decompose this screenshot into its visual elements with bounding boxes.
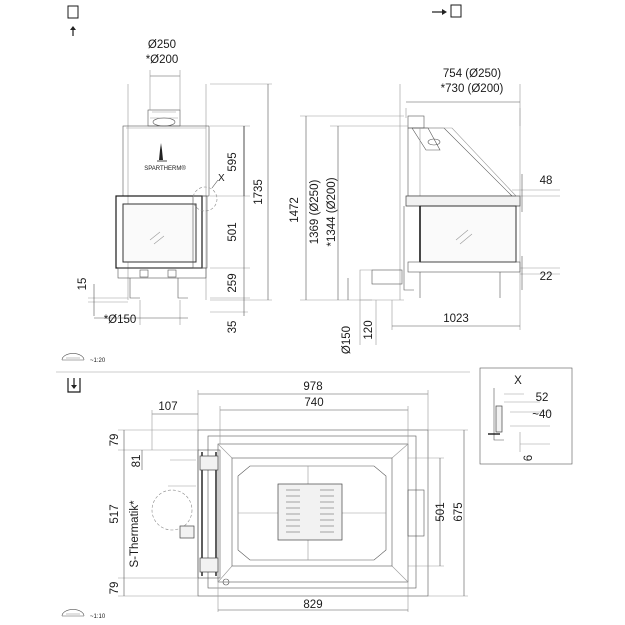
detail-marker: X — [514, 375, 522, 387]
side-view-icon — [432, 4, 462, 18]
front-h-total: 1735 — [253, 179, 265, 205]
side-w-top-200: *730 (Ø200) — [441, 83, 504, 95]
detail-52: 52 — [536, 392, 549, 404]
front-flue-250: Ø250 — [148, 39, 176, 51]
side-view: 754 (Ø250) *730 (Ø200) 48 1472 1369 (Ø25… — [289, 68, 560, 354]
plan-offset-left: 107 — [158, 401, 177, 413]
front-h-bottom: 35 — [227, 321, 239, 334]
side-air-diam: Ø150 — [341, 326, 353, 354]
detail-x: X 52 ~40 6 — [479, 367, 573, 465]
scale-top-label: ~1:20 — [90, 358, 106, 364]
side-h-right-small: 48 — [540, 175, 553, 187]
front-flue-200: *Ø200 — [146, 54, 179, 66]
plan-w-total: 978 — [303, 381, 322, 393]
side-air-height: 120 — [363, 320, 375, 339]
plan-d-door: 501 — [435, 502, 447, 521]
side-w-top-250: 754 (Ø250) — [443, 68, 501, 80]
side-h-outer: 1472 — [289, 197, 301, 223]
scale-bottom: ~1:10 — [61, 609, 106, 620]
front-detail-marker: X — [218, 173, 225, 184]
front-h-base: 259 — [227, 273, 239, 292]
side-h-flue-250: 1369 (Ø250) — [309, 180, 321, 245]
plan-d-small: 81 — [131, 455, 143, 468]
side-depth: 1023 — [443, 313, 469, 325]
front-h-left-small: 15 — [77, 278, 89, 291]
plan-view: 978 740 107 79 517 79 81 S-Thermatik* 82… — [109, 381, 468, 612]
front-view-icon — [67, 5, 79, 36]
brand-label: SPARTHERM® — [144, 165, 186, 172]
front-view: SPARTHERM® X Ø250 *Ø200 595 501 259 1735 — [77, 39, 272, 333]
side-h-foot: 22 — [540, 271, 553, 283]
scale-top: ~1:20 — [61, 353, 106, 364]
plan-w-bottom: 829 — [303, 599, 322, 611]
detail-40: ~40 — [532, 409, 552, 421]
plan-thermatik: S-Thermatik* — [129, 500, 141, 568]
front-h-door: 501 — [227, 222, 239, 241]
plan-d-top: 79 — [109, 434, 121, 447]
plan-view-icon — [67, 378, 81, 393]
scale-bottom-label: ~1:10 — [90, 614, 106, 620]
front-h-upper: 595 — [227, 152, 239, 171]
plan-d-total: 675 — [453, 502, 465, 521]
front-air-inlet: *Ø150 — [104, 314, 137, 326]
plan-d-bottom: 79 — [109, 582, 121, 595]
side-h-flue-200: *1344 (Ø200) — [326, 177, 338, 246]
plan-d-mid: 517 — [109, 504, 121, 523]
plan-w-inner: 740 — [304, 397, 323, 409]
detail-6: 6 — [523, 455, 535, 461]
